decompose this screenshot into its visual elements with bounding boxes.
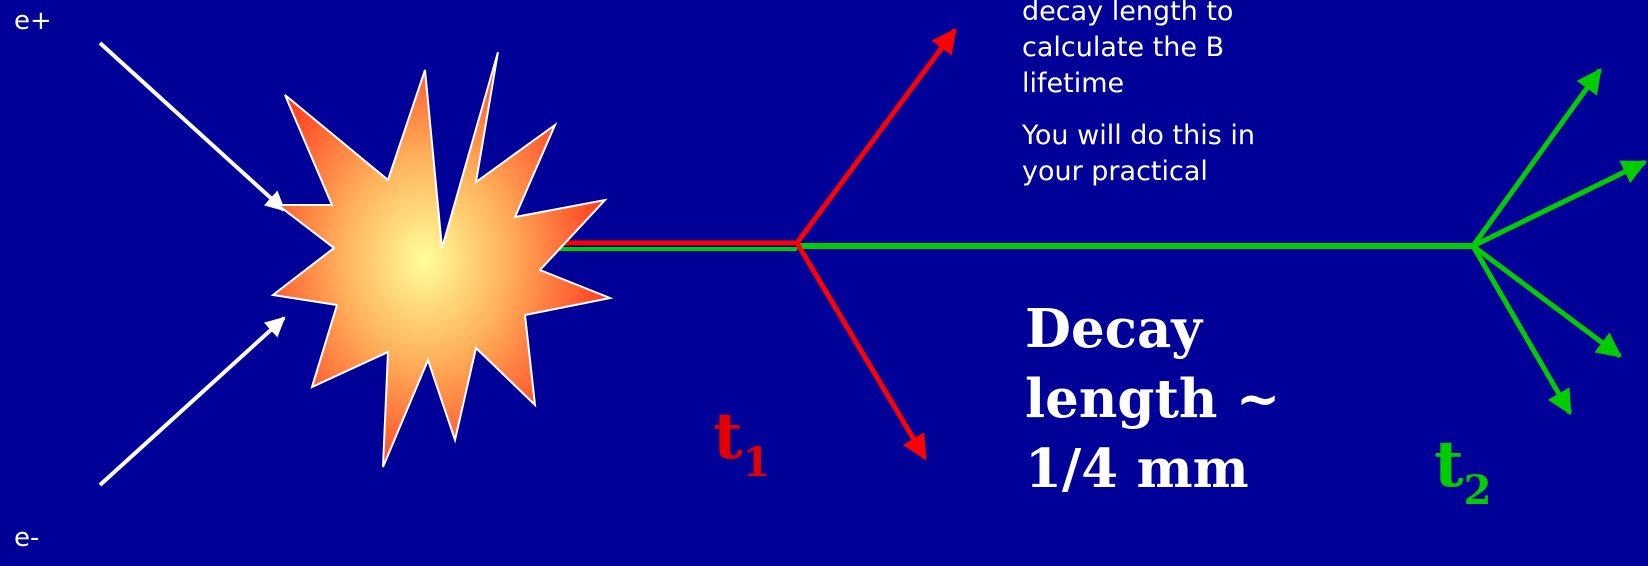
- t2-subscript: 2: [1464, 467, 1492, 514]
- t2-label: t2: [1434, 430, 1491, 526]
- b2-decay-product-4: [1473, 246, 1570, 413]
- electron-beam-arrow: [100, 318, 284, 485]
- explosion-burst-icon: [273, 52, 610, 467]
- b2-decay-product-1: [1473, 70, 1600, 246]
- note-practical-text: You will do this in your practical: [1022, 118, 1322, 190]
- note-measure-text: decay length to calculate the B lifetime: [1022, 0, 1322, 102]
- explanation-note: decay length to calculate the B lifetime…: [1022, 0, 1322, 206]
- t1-label: t1: [713, 402, 770, 498]
- b2-decay-product-3: [1473, 246, 1620, 356]
- t1-symbol: t: [713, 399, 743, 474]
- positron-beam-arrow: [100, 43, 284, 210]
- decay-length-label: Decay length ~ 1/4 mm: [1025, 294, 1355, 504]
- t1-subscript: 1: [743, 439, 771, 486]
- b1-decay-product-up: [797, 30, 955, 243]
- b1-decay-product-down: [797, 243, 925, 458]
- b2-decay-product-2: [1473, 162, 1645, 246]
- electron-label: e-: [14, 523, 39, 553]
- t2-symbol: t: [1434, 427, 1464, 502]
- positron-label: e+: [14, 6, 52, 36]
